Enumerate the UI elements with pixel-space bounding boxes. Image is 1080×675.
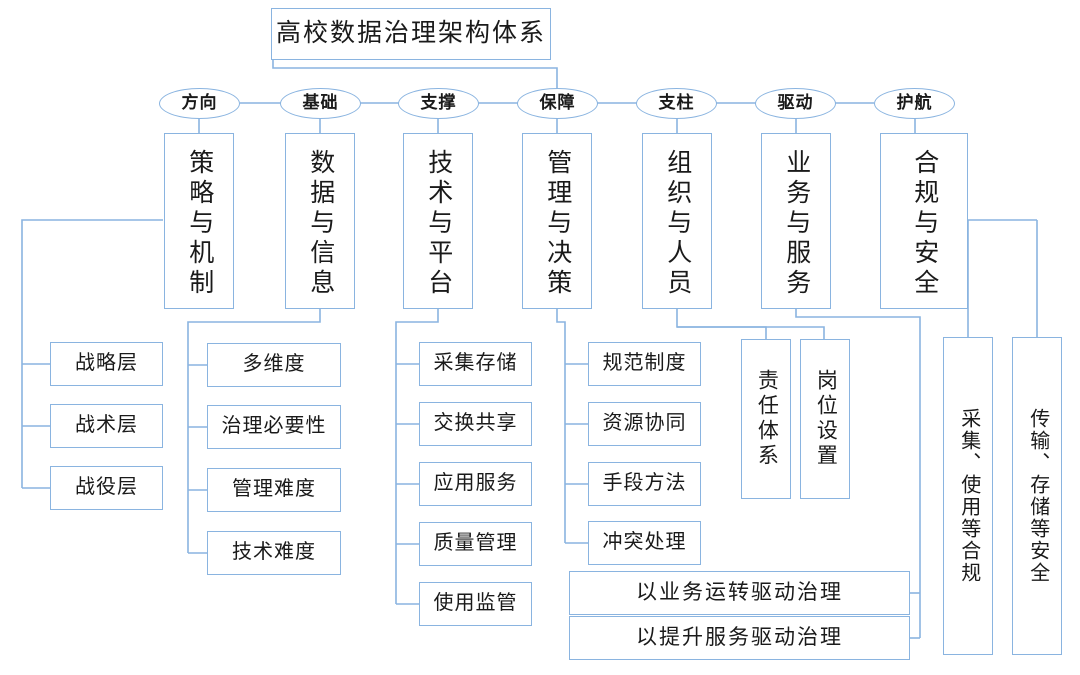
pillar-strategy-mechanism[interactable]: 策略与机制 — [164, 133, 234, 309]
item-label: 战略层 — [75, 352, 138, 375]
diagram-title-box: 高校数据治理架构体系 — [271, 8, 551, 60]
pillar-technology-platform[interactable]: 技术与平台 — [403, 133, 473, 309]
pillar-business-service[interactable]: 业务与服务 — [761, 133, 831, 309]
pillar-management-decision[interactable]: 管理与决策 — [522, 133, 592, 309]
tag-label: 基础 — [302, 93, 339, 113]
item-label: 采集、使用等合规 — [957, 408, 980, 584]
page-title: 高校数据治理架构体系 — [275, 19, 546, 48]
pillar-label: 策略与机制 — [185, 149, 214, 299]
organization-item[interactable]: 责任体系 — [741, 339, 791, 499]
pillar-label: 合规与安全 — [910, 149, 939, 299]
tag-label: 支柱 — [658, 93, 695, 113]
management-item[interactable]: 手段方法 — [588, 462, 701, 506]
pillar-label: 技术与平台 — [424, 149, 453, 299]
item-label: 质量管理 — [433, 532, 518, 555]
management-item[interactable]: 资源协同 — [588, 402, 701, 446]
item-label: 规范制度 — [602, 352, 687, 375]
item-label: 以业务运转驱动治理 — [636, 580, 843, 604]
pillar-label: 组织与人员 — [663, 149, 692, 299]
tag-foundation[interactable]: 基础 — [280, 88, 361, 119]
tech-item[interactable]: 质量管理 — [419, 522, 532, 566]
data-item[interactable]: 多维度 — [207, 343, 341, 387]
item-label: 应用服务 — [433, 472, 518, 495]
item-label: 手段方法 — [602, 472, 687, 495]
strategy-level-item[interactable]: 战役层 — [50, 466, 163, 510]
pillar-compliance-security[interactable]: 合规与安全 — [880, 133, 968, 309]
security-item[interactable]: 采集、使用等合规 — [943, 337, 993, 655]
item-label: 战役层 — [75, 476, 138, 499]
tech-item[interactable]: 使用监管 — [419, 582, 532, 626]
tag-label: 保障 — [539, 93, 576, 113]
item-label: 资源协同 — [602, 412, 687, 435]
item-label: 治理必要性 — [221, 415, 327, 438]
management-item[interactable]: 冲突处理 — [588, 521, 701, 565]
item-label: 战术层 — [75, 414, 138, 437]
tag-label: 驱动 — [777, 93, 814, 113]
tag-direction[interactable]: 方向 — [159, 88, 240, 119]
business-item[interactable]: 以业务运转驱动治理 — [569, 571, 910, 615]
item-label: 管理难度 — [232, 478, 316, 501]
tag-label: 支撑 — [420, 93, 457, 113]
strategy-level-item[interactable]: 战术层 — [50, 404, 163, 448]
pillar-label: 管理与决策 — [543, 149, 572, 299]
tag-escort[interactable]: 护航 — [874, 88, 955, 119]
tag-label: 方向 — [181, 93, 218, 113]
tech-item[interactable]: 应用服务 — [419, 462, 532, 506]
tag-pillar[interactable]: 支柱 — [636, 88, 717, 119]
item-label: 传输、存储等安全 — [1026, 408, 1049, 584]
item-label: 岗位设置 — [814, 369, 838, 469]
item-label: 以提升服务驱动治理 — [636, 625, 843, 649]
strategy-level-item[interactable]: 战略层 — [50, 342, 163, 386]
pillar-data-information[interactable]: 数据与信息 — [285, 133, 355, 309]
item-label: 技术难度 — [232, 541, 316, 564]
tech-item[interactable]: 交换共享 — [419, 402, 532, 446]
security-item[interactable]: 传输、存储等安全 — [1012, 337, 1062, 655]
data-item[interactable]: 技术难度 — [207, 531, 341, 575]
pillar-organization-personnel[interactable]: 组织与人员 — [642, 133, 712, 309]
item-label: 冲突处理 — [602, 531, 687, 554]
item-label: 责任体系 — [755, 369, 779, 469]
item-label: 使用监管 — [433, 592, 518, 615]
data-item[interactable]: 管理难度 — [207, 468, 341, 512]
pillar-label: 业务与服务 — [782, 149, 811, 299]
organization-item[interactable]: 岗位设置 — [800, 339, 850, 499]
data-item[interactable]: 治理必要性 — [207, 405, 341, 449]
item-label: 多维度 — [242, 353, 306, 376]
business-item[interactable]: 以提升服务驱动治理 — [569, 616, 910, 660]
tag-support[interactable]: 支撑 — [398, 88, 479, 119]
pillar-label: 数据与信息 — [306, 149, 335, 299]
tag-label: 护航 — [896, 93, 933, 113]
tag-drive[interactable]: 驱动 — [755, 88, 836, 119]
tech-item[interactable]: 采集存储 — [419, 342, 532, 386]
item-label: 采集存储 — [433, 352, 518, 375]
tag-guarantee[interactable]: 保障 — [517, 88, 598, 119]
item-label: 交换共享 — [433, 412, 518, 435]
management-item[interactable]: 规范制度 — [588, 342, 701, 386]
